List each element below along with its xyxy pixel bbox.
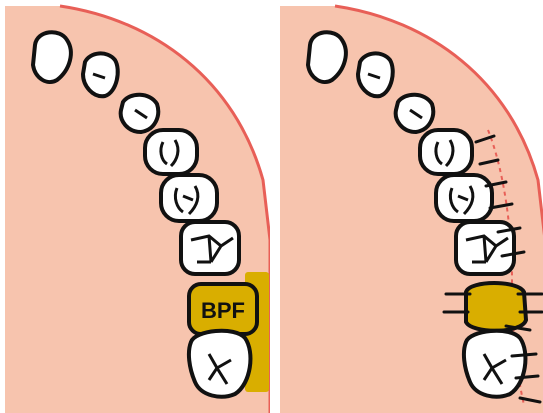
canine bbox=[396, 95, 434, 132]
premolar-1 bbox=[420, 130, 472, 174]
molar-2 bbox=[189, 331, 251, 397]
panel-before: BPF bbox=[5, 0, 270, 413]
incisor-2 bbox=[83, 53, 118, 96]
molar-1 bbox=[181, 222, 239, 274]
canine bbox=[121, 95, 159, 132]
dental-arch-diagram-after bbox=[280, 0, 543, 413]
dental-arch-diagram-before: BPF bbox=[5, 0, 270, 413]
panel-after bbox=[280, 0, 543, 413]
graft-site: BPF bbox=[189, 284, 257, 334]
incisor-1 bbox=[33, 32, 71, 82]
graft-label: BPF bbox=[201, 298, 245, 323]
premolar-2 bbox=[436, 175, 492, 221]
premolar-1 bbox=[145, 130, 197, 174]
molar-2 bbox=[464, 331, 526, 397]
suture-mark-icon bbox=[512, 354, 536, 356]
premolar-2 bbox=[161, 175, 217, 221]
incisor-2 bbox=[358, 53, 393, 96]
incisor-1 bbox=[308, 32, 346, 82]
graft-site bbox=[466, 283, 526, 331]
suture-mark-icon bbox=[516, 376, 538, 378]
